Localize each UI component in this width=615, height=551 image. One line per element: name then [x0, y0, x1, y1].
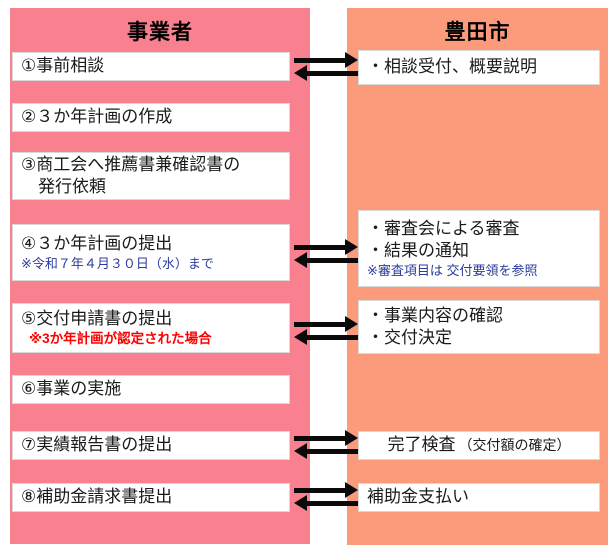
city-box-5-subsidy-payment: 補助金支払い: [358, 483, 600, 512]
step-text: ④３か年計画の提出: [21, 233, 173, 253]
arrow-left-icon: [294, 443, 358, 459]
step-text: ①事前相談: [21, 56, 105, 76]
condition-note: ※3か年計画が認定された場合: [29, 330, 212, 346]
city-box-2-review-and-notice: ・審査会による審査 ・結果の通知 ※審査項目は 交付要領を参照: [358, 210, 600, 287]
arrow-right-icon: [294, 482, 358, 498]
city-text-line2: ・結果の通知: [367, 240, 469, 260]
step-text: ⑧補助金請求書提出: [21, 487, 173, 507]
double-arrow-icon-2: [294, 239, 358, 268]
city-box-3-confirm-and-decide: ・事業内容の確認 ・交付決定: [358, 300, 600, 354]
step-text: ⑤交付申請書の提出: [21, 308, 173, 328]
city-text-line2: ・交付決定: [367, 328, 452, 347]
review-items-note: ※審査項目は 交付要領を参照: [367, 262, 538, 278]
double-arrow-icon-5: [294, 482, 358, 511]
arrow-right-icon: [294, 316, 358, 332]
city-box-4-completion-inspection: 完了検査 （交付額の確定）: [358, 431, 600, 460]
step-box-3-recommendation-request: ③商工会へ推薦書兼確認書の 発行依頼: [12, 152, 290, 200]
arrow-right-icon: [294, 430, 358, 446]
step-text: ⑦実績報告書の提出: [21, 435, 173, 455]
city-column-title: 豊田市: [444, 21, 511, 44]
step-box-4-submit-3year-plan: ④３か年計画の提出 ※令和７年４月３０日（水）まで: [12, 224, 290, 281]
arrow-right-icon: [294, 239, 358, 255]
double-arrow-icon-3: [294, 316, 358, 345]
step-text: ②３か年計画の作成: [21, 107, 173, 127]
step-box-5-submit-grant-application: ⑤交付申請書の提出 ※3か年計画が認定された場合: [12, 303, 290, 353]
business-column-title: 事業者: [127, 21, 193, 44]
arrow-left-icon: [294, 329, 358, 345]
step-box-1-prior-consultation: ①事前相談: [12, 52, 290, 81]
city-text: 完了検査: [387, 435, 456, 455]
city-text: 補助金支払い: [367, 487, 469, 507]
arrow-left-icon: [294, 495, 358, 511]
city-box-1-consultation-reception: ・相談受付、概要説明: [358, 50, 600, 85]
step-text-line2: 発行依頼: [38, 177, 106, 196]
arrow-left-icon: [294, 65, 358, 81]
arrow-right-icon: [294, 52, 358, 68]
step-text-line1: ③商工会へ推薦書兼確認書の: [21, 154, 241, 174]
city-text-paren: （交付額の確定）: [458, 437, 571, 454]
double-arrow-icon-1: [294, 52, 358, 81]
city-text-line1: ・審査会による審査: [367, 218, 520, 238]
arrow-left-icon: [294, 252, 358, 268]
step-box-8-submit-subsidy-invoice: ⑧補助金請求書提出: [12, 483, 290, 512]
deadline-note: ※令和７年４月３０日（水）まで: [21, 255, 214, 271]
step-box-7-submit-results-report: ⑦実績報告書の提出: [12, 431, 290, 460]
city-text: ・相談受付、概要説明: [367, 57, 537, 77]
city-text-line1: ・事業内容の確認: [367, 305, 503, 325]
step-box-2-create-3year-plan: ②３か年計画の作成: [12, 103, 290, 132]
double-arrow-icon-4: [294, 430, 358, 459]
step-box-6-implement-project: ⑥事業の実施: [12, 375, 290, 404]
step-text: ⑥事業の実施: [21, 379, 122, 399]
